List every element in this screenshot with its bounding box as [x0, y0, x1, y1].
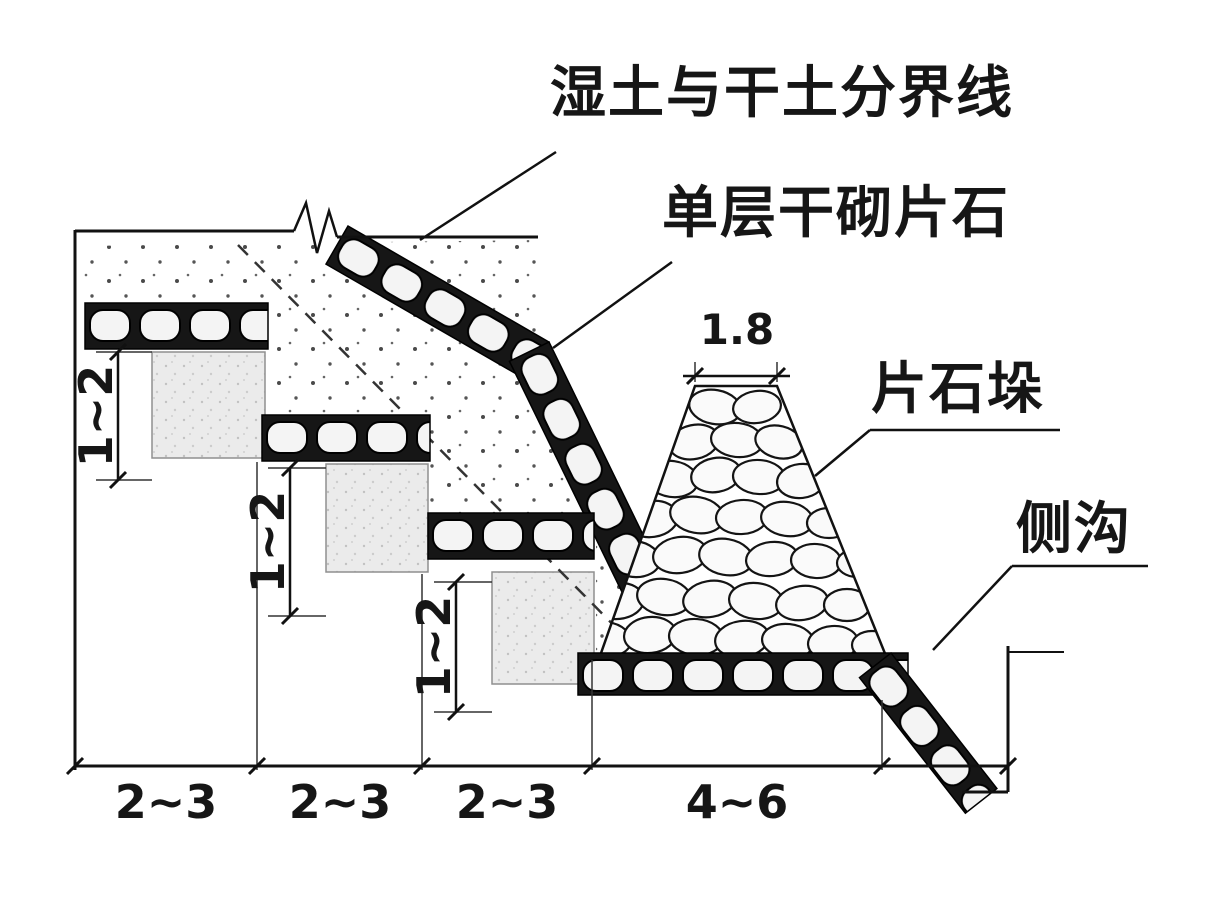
dim-base-width-2: 2~3	[289, 775, 392, 829]
leader-dry-stone-layer	[552, 260, 673, 350]
leader-wet-dry-boundary	[419, 150, 557, 242]
step-height-dimensions: 1~2 1~2 1~2	[69, 342, 466, 722]
leader-stone-pile	[814, 429, 871, 477]
wet-dry-boundary-line	[237, 244, 649, 661]
step-block-2	[325, 463, 429, 573]
stone-pile	[598, 384, 888, 658]
dim-step-height-2: 1~2	[241, 491, 295, 594]
label-dry-laid-stone-layer: 单层干砌片石	[662, 181, 1010, 246]
dimension-ticks	[65, 756, 1018, 776]
label-wet-dry-boundary: 湿土与干土分界线	[550, 61, 1014, 126]
bench-course-2	[261, 414, 431, 462]
bench-course-3	[427, 512, 595, 560]
dim-base-width-1: 2~3	[115, 775, 218, 829]
step-block-3	[491, 571, 595, 685]
step-block-1	[151, 351, 266, 459]
base-stone-course	[577, 652, 909, 696]
leader-side-ditch	[932, 565, 1013, 651]
label-stone-pile: 片石垛	[871, 357, 1045, 422]
ground-surface-line	[73, 198, 538, 770]
leader-lines	[419, 150, 1148, 651]
bench-stone-courses	[84, 302, 595, 560]
side-ditch	[858, 646, 1064, 815]
bottom-dimension-chain: 2~3 2~3 2~3 4~6	[65, 756, 1018, 829]
dim-step-height-1: 1~2	[69, 365, 123, 468]
dim-step-height-3: 1~2	[407, 596, 461, 699]
step-blocks	[151, 351, 595, 685]
break-symbol	[292, 198, 339, 254]
dim-pile-top-width: 1.8	[700, 305, 774, 354]
extension-lines	[96, 351, 883, 770]
callout-labels: 湿土与干土分界线 单层干砌片石 片石垛 侧沟	[550, 61, 1132, 562]
stone-pile-cobbles	[600, 388, 886, 656]
label-side-ditch: 侧沟	[1016, 497, 1132, 562]
dim-base-width-4: 4~6	[686, 775, 789, 829]
pile-top-dimension: 1.8	[683, 305, 790, 386]
bench-course-1	[84, 302, 269, 350]
dim-base-width-3: 2~3	[456, 775, 559, 829]
